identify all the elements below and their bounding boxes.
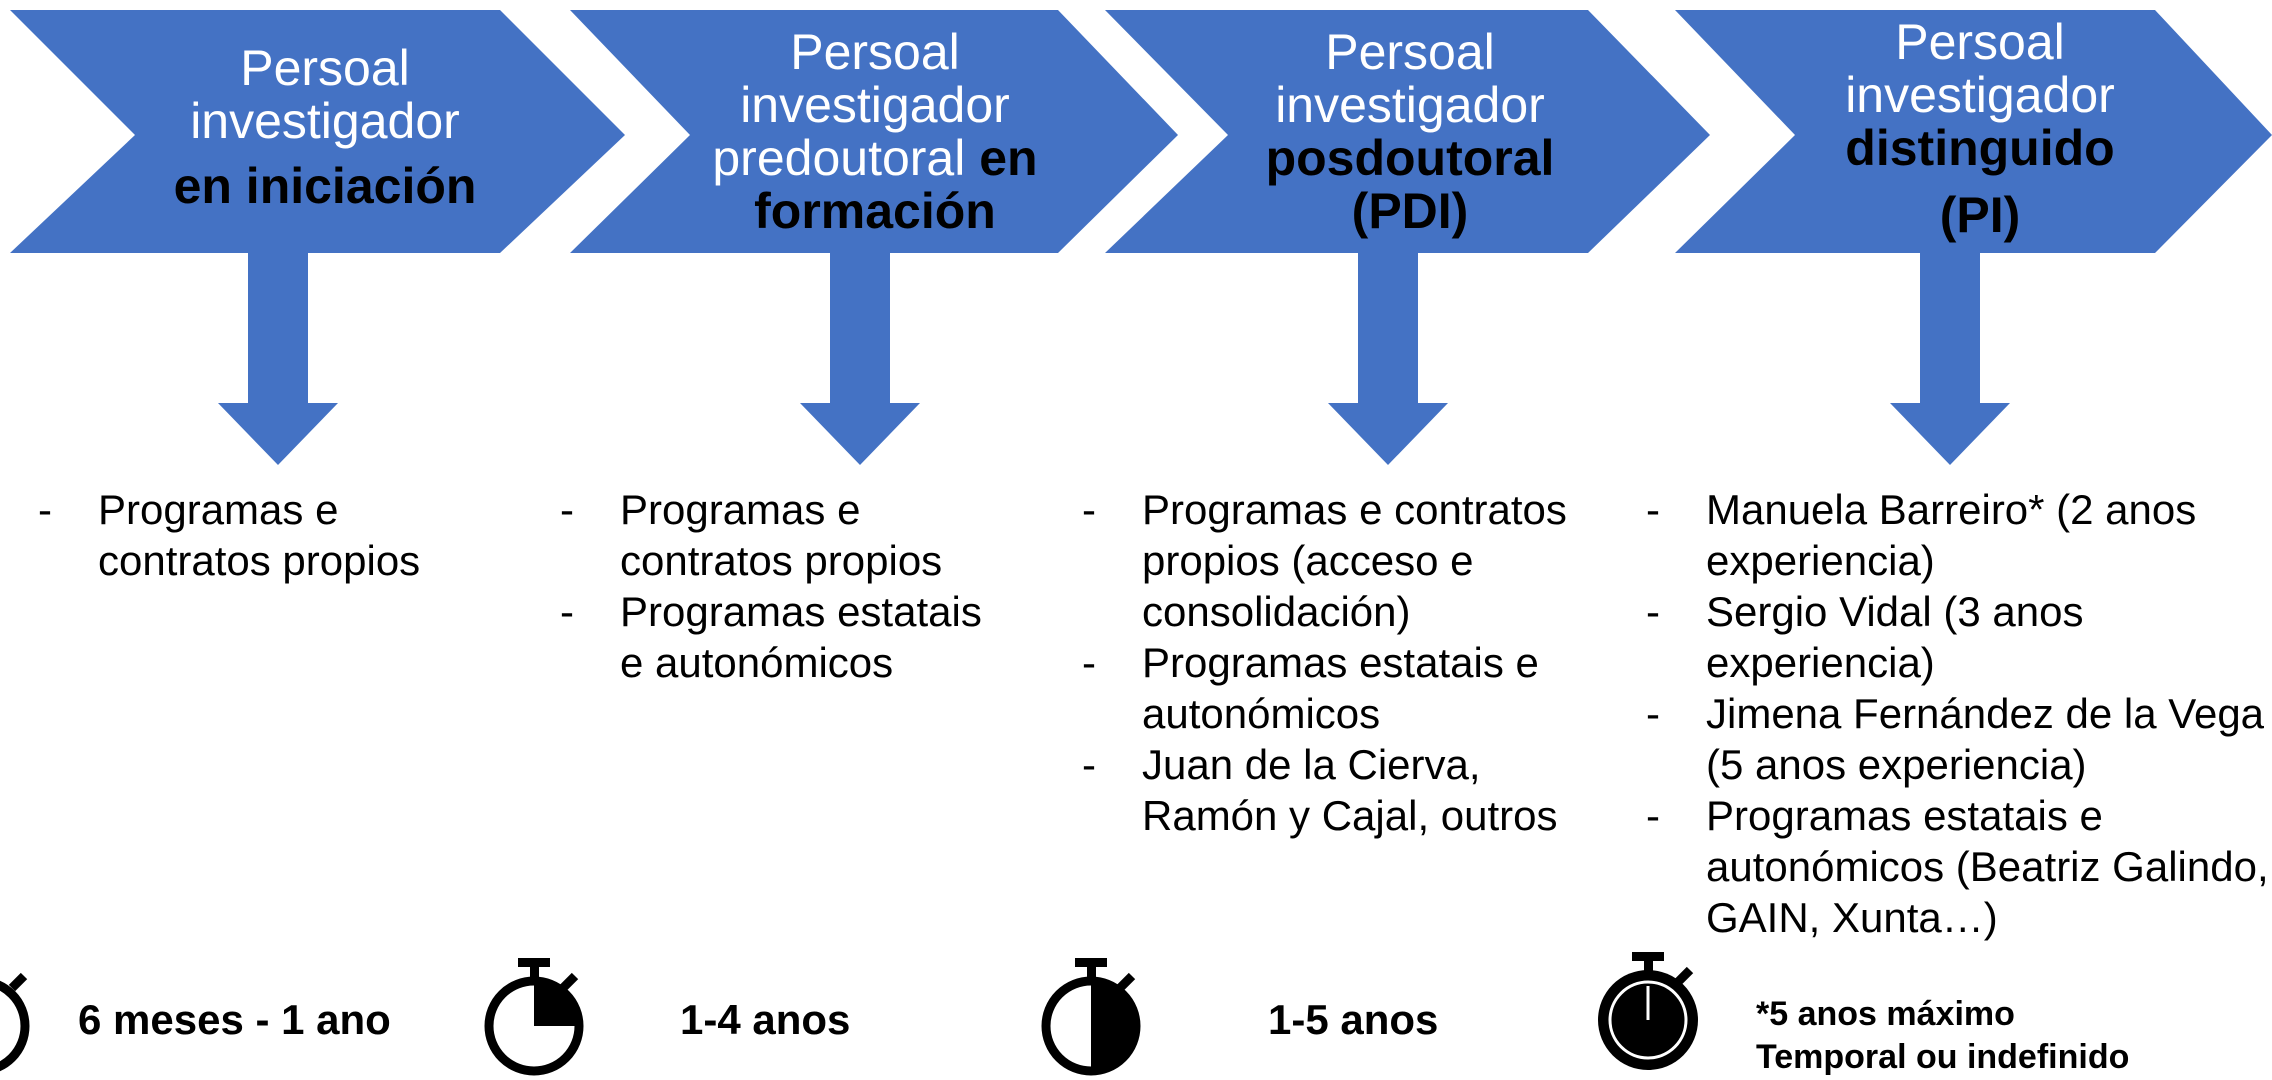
list-item-text: Programas estatais e autonómicos	[1142, 639, 1539, 737]
list-item-text: Programas e contratos propios	[620, 486, 943, 584]
list-item: -Juan de la Cierva, Ramón y Cajal, outro…	[1082, 739, 1612, 841]
chevron-stage-3	[1105, 10, 1710, 253]
down-arrow-2	[800, 253, 920, 465]
bullet-dash: -	[1646, 486, 1660, 533]
list-item-text: Programas e contratos propios	[98, 486, 421, 584]
list-item: -Programas estatais e autonómicos	[560, 586, 1010, 688]
stage-4-bullets: -Manuela Barreiro* (2 anos experiencia) …	[1646, 484, 2270, 943]
title-bold-line: en iniciación	[173, 158, 477, 214]
list-item: -Programas e contratos propios (acceso e…	[1082, 484, 1612, 637]
title-bold-line: (PDI)	[1351, 183, 1469, 239]
down-arrow-4	[1890, 253, 2010, 465]
title-line: Persoal	[240, 40, 410, 96]
note-line: Temporal ou indefinido	[1756, 1038, 2130, 1076]
bullet-dash: -	[1646, 690, 1660, 737]
title-line: predoutoral en	[690, 132, 1060, 185]
title-line: investigador	[1275, 77, 1545, 133]
title-bold-line: posdoutoral	[1265, 130, 1555, 186]
list-item: -Jimena Fernández de la Vega (5 anos exp…	[1646, 688, 2270, 790]
list-item-text: Juan de la Cierva, Ramón y Cajal, outros	[1142, 741, 1558, 839]
title-line: investigador	[1845, 67, 2115, 123]
stopwatch-full-icon	[1598, 952, 1698, 1070]
down-arrow-3	[1328, 253, 1448, 465]
chevron-stage-4	[1675, 10, 2272, 253]
stage-1-title: Persoal investigador en iniciación	[140, 42, 510, 213]
list-item-text: Jimena Fernández de la Vega (5 anos expe…	[1706, 690, 2265, 788]
stage-4-note: *5 anos máximo Temporal ou indefinido	[1756, 993, 2129, 1079]
stage-2-title: Persoal investigador predoutoral en form…	[690, 26, 1060, 238]
bullet-dash: -	[1646, 588, 1660, 635]
stopwatch-quarter-icon	[484, 958, 584, 1076]
chevron-stage-1	[10, 10, 625, 253]
stage-2-bullets: -Programas e contratos propios -Programa…	[560, 484, 1010, 688]
title-line: Persoal	[1895, 14, 2065, 70]
bullet-dash: -	[38, 486, 52, 533]
bullet-dash: -	[1082, 741, 1096, 788]
stage-3-title: Persoal investigador posdoutoral (PDI)	[1225, 26, 1595, 238]
title-bold-line: formación	[754, 183, 996, 239]
stage-1-bullets: -Programas e contratos propios	[38, 484, 438, 586]
title-bold-line: (PI)	[1939, 187, 2021, 243]
duration-stage-1: 6 meses - 1 ano	[78, 996, 391, 1043]
down-arrow-1	[218, 253, 338, 465]
stage-4-title: Persoal investigador distinguido (PI)	[1795, 16, 2165, 242]
list-item: -Manuela Barreiro* (2 anos experiencia)	[1646, 484, 2270, 586]
duration-stage-2: 1-4 anos	[680, 996, 851, 1043]
title-line: investigador	[740, 77, 1010, 133]
list-item: -Sergio Vidal (3 anos experiencia)	[1646, 586, 2270, 688]
title-part: predoutoral	[712, 130, 966, 186]
bullet-dash: -	[1646, 792, 1660, 839]
stage-3-bullets: -Programas e contratos propios (acceso e…	[1082, 484, 1612, 841]
bullet-dash: -	[560, 486, 574, 533]
title-line: investigador	[190, 93, 460, 149]
list-item: -Programas estatais e autonómicos	[1082, 637, 1612, 739]
bullet-dash: -	[1082, 639, 1096, 686]
bullet-dash: -	[560, 588, 574, 635]
list-item-text: Manuela Barreiro* (2 anos experiencia)	[1706, 486, 2197, 584]
chevron-stage-2	[570, 10, 1178, 253]
title-line: Persoal	[790, 24, 960, 80]
list-item: -Programas e contratos propios	[560, 484, 1010, 586]
bullet-dash: -	[1082, 486, 1096, 533]
list-item-text: Programas e contratos propios (acceso e …	[1142, 486, 1567, 635]
list-item-text: Programas estatais e autonómicos (Beatri…	[1706, 792, 2269, 941]
list-item: -Programas estatais e autonómicos (Beatr…	[1646, 790, 2270, 943]
title-bold-part: en	[979, 130, 1038, 186]
title-bold-line: distinguido	[1845, 120, 2115, 176]
duration-stage-3: 1-5 anos	[1268, 996, 1439, 1043]
note-line: *5 anos máximo	[1756, 995, 2015, 1033]
title-line: Persoal	[1325, 24, 1495, 80]
list-item-text: Sergio Vidal (3 anos experiencia)	[1706, 588, 2084, 686]
list-item-text: Programas estatais e autonómicos	[620, 588, 982, 686]
stopwatch-half-icon	[1041, 958, 1141, 1076]
list-item: -Programas e contratos propios	[38, 484, 438, 586]
stopwatch-icon	[0, 972, 30, 1072]
